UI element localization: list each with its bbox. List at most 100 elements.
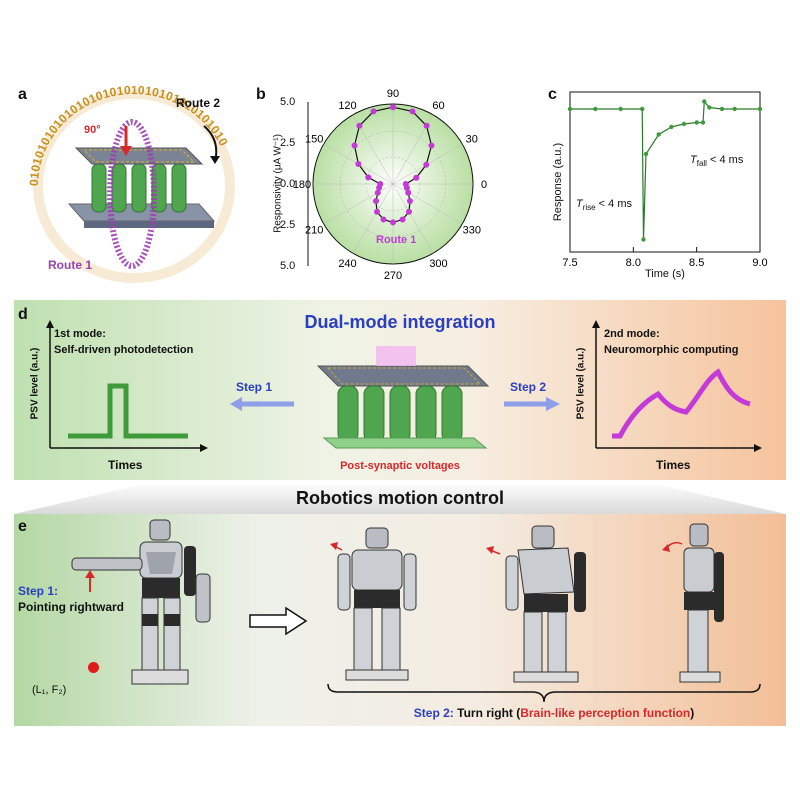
fall-symbol: T [690, 154, 697, 166]
response-point [719, 106, 725, 112]
polar-point [423, 161, 430, 168]
rise-subscript: rise [582, 203, 596, 213]
response-point [641, 237, 646, 242]
rise-symbol: T [576, 198, 583, 210]
step2-caption: Step 2: Turn right (Brain-like perceptio… [354, 706, 754, 720]
polar-point [406, 197, 413, 204]
panel-e: e Step 1: Pointing rightward (L₁, F₂) [14, 514, 786, 726]
step1-red-arrow-icon [85, 570, 95, 592]
response-point [707, 105, 712, 110]
polar-angle-tick: 180 [293, 179, 311, 191]
angle-label: 90° [84, 124, 101, 136]
response-point [593, 106, 598, 112]
mode2-xlabel: Times [656, 458, 691, 472]
response-point [656, 132, 661, 137]
step1-description: Pointing rightward [18, 600, 124, 614]
polar-point [356, 122, 363, 129]
polar-point [403, 184, 410, 191]
fall-value: < 4 ms [706, 154, 744, 166]
response-point [694, 120, 699, 125]
polar-point [428, 142, 435, 149]
polar-point [390, 104, 396, 111]
response-point [643, 151, 649, 157]
mode1-plot [46, 320, 208, 452]
mode2-ylabel: PSV level (a.u.) [575, 347, 587, 420]
polar-spoke [392, 183, 463, 225]
response-point [618, 106, 623, 112]
robot-turn-1-image [330, 527, 417, 681]
polar-point [376, 184, 383, 191]
response-point [732, 106, 737, 112]
robot-turn-3-image [662, 523, 724, 683]
polar-spoke [352, 183, 394, 254]
robotics-title: Robotics motion control [296, 488, 504, 508]
polar-point [405, 189, 412, 196]
response-point [669, 124, 674, 130]
x-tick-label: 8.0 [626, 257, 641, 269]
transition-arrow-icon [249, 606, 308, 636]
polar-point [370, 108, 377, 115]
polar-angle-tick: 330 [463, 225, 481, 237]
panel-e-title-banner [14, 482, 786, 514]
x-tick-label: 7.5 [562, 257, 577, 269]
polar-point [373, 197, 380, 204]
polar-point [406, 208, 412, 215]
polar-spoke [323, 183, 394, 225]
step2-brace [327, 683, 761, 703]
panel-a-illustration: 0101010101010101010101010101010101010 [27, 86, 235, 283]
polar-angle-tick: 150 [305, 134, 323, 146]
radial-tick: 2.5 [280, 137, 296, 149]
step2-text: Turn right ( [457, 706, 521, 720]
polar-angle-tick: 270 [384, 270, 402, 282]
x-tick-label: 9.0 [752, 257, 767, 269]
step1-label: Step 1 [236, 380, 273, 394]
route1-label: Route 1 [48, 258, 93, 272]
response-point [757, 106, 763, 112]
polar-angle-tick: 300 [429, 258, 447, 270]
rise-annotation: Trise < 4 ms [576, 198, 632, 212]
panel-d-letter: d [18, 306, 28, 323]
radial-tick: 2.5 [280, 219, 296, 231]
polar-point [365, 174, 372, 181]
panel-b: b Responsivity (μA W⁻¹) 5.0 2.5 0.0 2.5 … [250, 86, 530, 286]
center-caption: Post-synaptic voltages [340, 460, 460, 472]
rise-value: < 4 ms [595, 198, 632, 210]
mode1-title: 1st mode: [54, 328, 106, 340]
polar-angle-tick: 60 [432, 100, 444, 112]
polar-spoke [392, 183, 434, 254]
polar-point [374, 208, 380, 215]
response-line [570, 99, 760, 240]
panel-a-letter: a [18, 86, 27, 103]
robot-turn-2-image [486, 525, 586, 683]
radial-tick: 5.0 [280, 260, 296, 272]
mode2-plot [592, 320, 762, 452]
mode1-xlabel: Times [108, 458, 143, 472]
center-device [316, 346, 490, 449]
response-point [567, 106, 573, 112]
response-point [702, 99, 707, 104]
polar-angle-tick: 30 [466, 134, 478, 146]
polar-point [423, 122, 430, 129]
route2-label: Route 2 [176, 96, 221, 110]
polar-point [413, 174, 420, 181]
mode1-desc: Self-driven photodetection [54, 344, 194, 356]
polar-point [399, 216, 406, 223]
polar-point [390, 219, 396, 226]
mode2-desc: Neuromorphic computing [604, 344, 739, 356]
polar-angle-tick: 240 [338, 258, 356, 270]
polar-point [374, 189, 381, 196]
step2-arrow [504, 397, 560, 411]
panel-a: a 0101010101010101010101010101010101010 … [14, 86, 254, 286]
polar-route-label: Route 1 [376, 234, 417, 246]
step2-heading: Step 2: [413, 706, 454, 720]
mode1-ylabel: PSV level (a.u.) [29, 347, 41, 420]
panel-c-letter: c [548, 86, 557, 103]
radial-tick: 5.0 [280, 96, 296, 108]
polar-angle-tick: 120 [338, 100, 356, 112]
polar-point [351, 142, 358, 149]
polar-angle-tick: 0 [481, 179, 487, 191]
polar-angle-tick: 90 [387, 88, 399, 100]
